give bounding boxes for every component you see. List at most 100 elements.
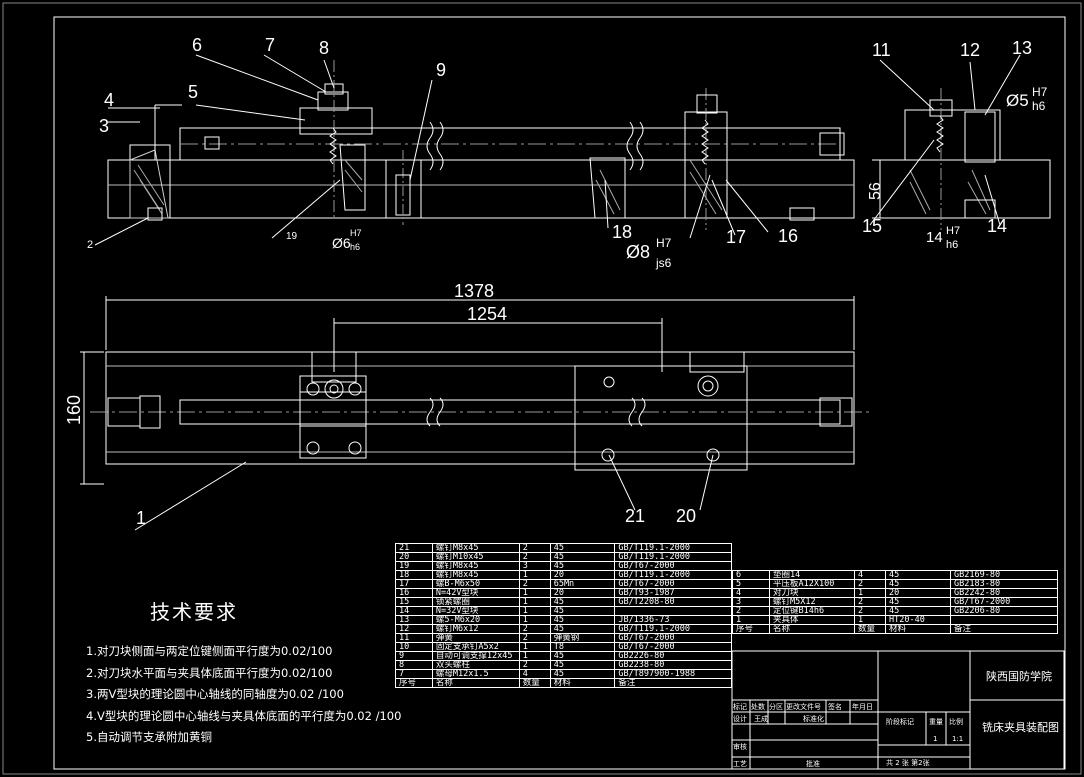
- dim-1378: 1378: [454, 281, 494, 301]
- role-check: 审核: [733, 742, 747, 751]
- rev-h-1: 处数: [751, 702, 765, 711]
- tech-note-4: 4.V型块的理论圆中心轴线与夹具体底面的平行度为0.02 /100: [86, 708, 402, 723]
- bom-cell: 4: [854, 570, 886, 580]
- top-view: [80, 296, 870, 485]
- bom-cell: GB2238-80: [614, 660, 732, 670]
- callout-5: 5: [188, 82, 198, 102]
- bom-cell: 1: [518, 588, 551, 598]
- bom-cell: 固定支承钉A5x2: [431, 642, 520, 652]
- bom-cell: 2: [518, 633, 551, 643]
- bom-header-row: 序号名称数量材料备注: [395, 678, 732, 688]
- callout-13: 13: [1012, 38, 1032, 58]
- bom-cell: 45: [549, 606, 616, 616]
- bom-cell: 2: [518, 543, 551, 553]
- bom-cell: 1: [518, 606, 551, 616]
- bom-cell: 6: [732, 570, 770, 580]
- tech-title: 技术要求: [150, 600, 238, 624]
- bom-cell: 2: [854, 597, 886, 607]
- callout-4: 4: [104, 90, 114, 110]
- bom-cell: 定位键B14h6: [769, 606, 855, 616]
- bom-header-cell: 序号: [732, 624, 770, 634]
- bom-cell: 45: [549, 624, 616, 634]
- bom-cell: GB2242-80: [950, 588, 1058, 598]
- bom-header-cell: 名称: [431, 678, 520, 688]
- bom-cell: 螺钉M8x45: [431, 570, 520, 580]
- bom-header-cell: 备注: [950, 624, 1058, 634]
- front-view: [107, 60, 855, 230]
- bom-cell: 45: [885, 597, 951, 607]
- bom-cell: GB2206-80: [950, 606, 1058, 616]
- qty: 1: [933, 735, 937, 743]
- bom-cell: GB/T67-2000: [950, 597, 1058, 607]
- bom-cell: GB2183-80: [950, 579, 1058, 589]
- side-view: [872, 88, 1051, 230]
- bom-cell: 垫圈14: [769, 570, 855, 580]
- tech-note-2: 2.对刀块水平面与夹具体底面平行度为0.02/100: [86, 665, 333, 680]
- tech-note-5: 5.自动调节支承附加黄铜: [86, 730, 212, 744]
- callout-20: 20: [676, 506, 696, 526]
- rev-h-5: 年月日: [852, 702, 873, 711]
- bom-cell: 2: [518, 660, 551, 670]
- bom-cell: 14: [395, 606, 433, 616]
- dim-phi6-tol-top: H7: [350, 228, 362, 238]
- bom-cell: 1: [518, 642, 551, 652]
- bom-cell: 65Mn: [549, 579, 616, 589]
- bom-cell: 螺钉M6x12: [431, 624, 520, 634]
- bom-cell: 13: [395, 615, 433, 625]
- role-name: 王成: [754, 714, 768, 723]
- callout-11: 11: [872, 40, 891, 60]
- technical-requirements: 技术要求 1.对刀块侧面与两定位键侧面平行度为0.02/100 2.对刀块水平面…: [86, 596, 416, 749]
- callout-17: 17: [726, 227, 746, 247]
- scale-value: 1:1: [952, 735, 963, 743]
- bom-cell: 螺钉M10x45: [431, 552, 520, 562]
- bom-cell: GB/T119.1-2000: [614, 624, 732, 634]
- bom-cell: 45: [885, 579, 951, 589]
- bom-cell: 7: [395, 669, 433, 679]
- bom-cell: 2: [854, 579, 886, 589]
- bom-cell: 2: [732, 606, 770, 616]
- callout-7: 7: [265, 35, 275, 55]
- callout-8: 8: [319, 38, 329, 58]
- rev-h-2: 分区: [769, 702, 783, 711]
- bom-cell: 12: [395, 624, 433, 634]
- bom-cell: 弹簧: [431, 633, 520, 643]
- dim-phi8-tol-top: H7: [656, 236, 672, 250]
- callout-21: 21: [625, 506, 645, 526]
- bom-header-cell: 备注: [614, 678, 732, 688]
- callout-3: 3: [99, 116, 109, 136]
- bom-cell: JB/1336-73: [614, 615, 732, 625]
- leader-lines: [94, 54, 1021, 531]
- role-approve: 批准: [806, 759, 820, 768]
- dim-phi6: Ø6: [332, 235, 351, 251]
- bom-cell: 45: [549, 669, 616, 679]
- bom-cell: 1: [854, 615, 886, 625]
- bom-cell: GB/T897900-1988: [614, 669, 732, 679]
- bom-cell: 20: [549, 570, 616, 580]
- bom-cell: 5: [732, 579, 770, 589]
- dim-phi8: Ø8: [626, 242, 650, 262]
- bom-cell: N=42V型块: [431, 588, 520, 598]
- bom-header-cell: 材料: [885, 624, 951, 634]
- bom-cell: 9: [395, 651, 433, 661]
- callout-2: 2: [87, 239, 93, 251]
- bom-cell: GB/T119.1-2000: [614, 570, 732, 580]
- dim-phi8-tol-bot: js6: [655, 256, 672, 270]
- bom-header-row: 序号名称数量材料备注: [732, 624, 1058, 634]
